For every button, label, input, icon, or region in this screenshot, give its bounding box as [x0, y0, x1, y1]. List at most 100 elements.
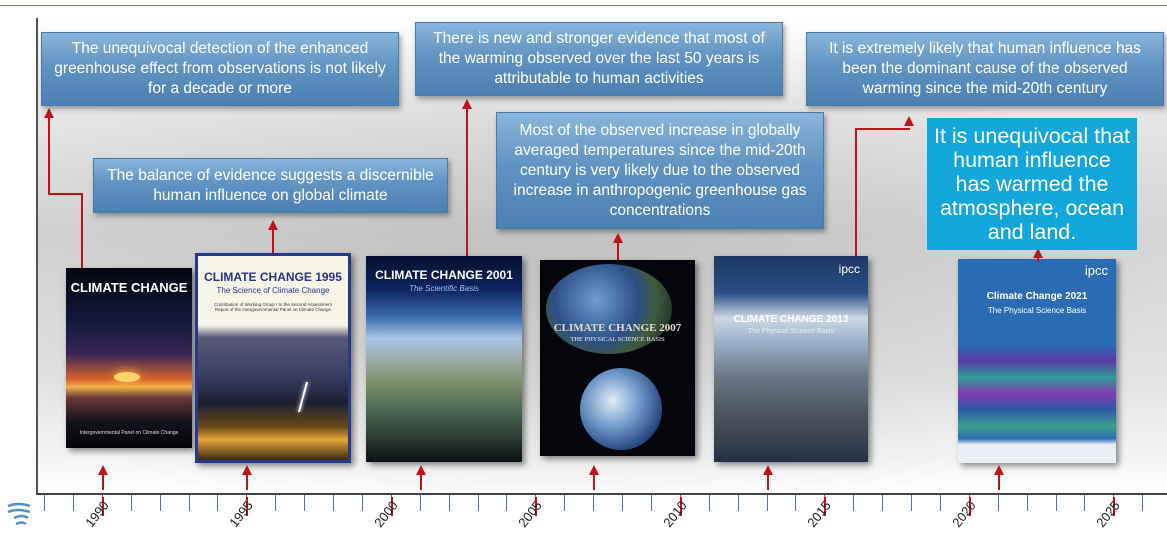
ar6-cover-subtitle: The Physical Science Basis [987, 306, 1087, 315]
report-year-arrow [767, 474, 769, 490]
year-label: 1995 [226, 498, 256, 531]
year-marker [824, 497, 826, 516]
ar4-statement: Most of the observed increase in globall… [496, 112, 824, 229]
tar-statement: There is new and stronger evidence that … [415, 22, 783, 96]
year-label: 2015 [804, 498, 834, 531]
year-marker [246, 497, 248, 516]
axis-tick [1142, 495, 1143, 511]
ar5-cover-brand: ipcc [838, 262, 860, 276]
ar4-report-cover: CLIMATE CHANGE 2007 THE PHYSICAL SCIENCE… [540, 260, 695, 456]
top-rule [0, 5, 1167, 6]
ar4-connector [617, 242, 619, 260]
axis-tick [73, 495, 74, 511]
axis-tick [44, 495, 45, 511]
far-arrowhead [44, 108, 54, 118]
tar-arrowhead [462, 99, 472, 109]
axis-tick [564, 495, 565, 511]
ar5-connector [855, 128, 857, 256]
ar6-arrowhead [1033, 248, 1043, 258]
report-year-arrow [102, 474, 104, 490]
report-year-arrow [998, 474, 1000, 490]
tar-cover-subtitle: The Scientific Basis [409, 284, 479, 293]
year-label: 2000 [371, 498, 401, 531]
ar5-cover-subtitle: The Physical Science Basis [748, 328, 834, 335]
year-marker [969, 497, 971, 516]
tar-connector [466, 108, 468, 256]
report-year-arrowhead [98, 465, 108, 475]
far-connector [48, 193, 82, 195]
axis-tick [304, 495, 305, 511]
ar5-statement: It is extremely likely that human influe… [806, 32, 1164, 106]
report-year-arrowhead [416, 465, 426, 475]
axis-tick [651, 495, 652, 511]
lightning-bolt [297, 382, 309, 412]
axis-tick [449, 495, 450, 511]
sar-statement: The balance of evidence suggests a disce… [93, 158, 448, 213]
report-year-arrow [246, 474, 248, 490]
axis-tick [333, 495, 334, 511]
far-statement: The unequivocal detection of the enhance… [41, 32, 399, 106]
axis-tick [940, 495, 941, 511]
far-statement-text: The unequivocal detection of the enhance… [54, 40, 386, 97]
ipcc-logo-icon [7, 502, 31, 526]
ar6-cover-brand: ipcc [1084, 263, 1108, 278]
sar-cover-text: Contribution of Working Group I to the S… [214, 302, 332, 312]
axis-tick [275, 495, 276, 511]
axis-tick [160, 495, 161, 511]
ar6-connector [1037, 256, 1039, 262]
ar6-statement: It is unequivocal that human influence h… [927, 118, 1137, 250]
report-year-arrowhead [589, 465, 599, 475]
axis-tick [911, 495, 912, 511]
axis-tick [1056, 495, 1057, 511]
far-cover-footer: Intergovernmental Panel on Climate Chang… [79, 430, 179, 436]
axis-tick [478, 495, 479, 511]
ar6-cover-title: Climate Change 2021 [986, 291, 1088, 302]
year-label: 2010 [660, 498, 690, 531]
ar5-statement-text: It is extremely likely that human influe… [829, 40, 1141, 97]
ar6-statement-text: It is unequivocal that human influence h… [933, 124, 1130, 244]
year-label: 2005 [515, 498, 545, 531]
year-label: 1990 [82, 498, 112, 531]
report-year-arrowhead [994, 465, 1004, 475]
sar-statement-text: The balance of evidence suggests a disce… [107, 166, 434, 204]
axis-tick [767, 495, 768, 511]
axis-tick [189, 495, 190, 511]
ar4-cover-title: CLIMATE CHANGE 2007 [553, 322, 682, 334]
year-marker [1113, 497, 1115, 516]
axis-tick [738, 495, 739, 511]
report-year-arrow [420, 474, 422, 490]
year-label: 2020 [949, 498, 979, 531]
axis-tick [1027, 495, 1028, 511]
far-connector [81, 193, 83, 268]
axis-tick [1084, 495, 1085, 511]
ar5-cover-title: CLIMATE CHANGE 2013 [733, 314, 849, 325]
tar-cover-title: CLIMATE CHANGE 2001 [375, 268, 513, 282]
far-connector [48, 118, 50, 194]
axis-tick [593, 495, 594, 511]
tar-statement-text: There is new and stronger evidence that … [433, 30, 765, 87]
sar-connector [272, 230, 274, 254]
ar6-report-cover: ipcc Climate Change 2021 The Physical Sc… [958, 259, 1116, 463]
report-year-arrow [593, 474, 595, 490]
axis-tick [622, 495, 623, 511]
timeline-axis [36, 493, 1167, 495]
year-label: 2025 [1093, 498, 1123, 531]
axis-tick [998, 495, 999, 511]
axis-tick [795, 495, 796, 511]
year-marker [680, 497, 682, 516]
sun-glow [114, 372, 140, 382]
far-cover-title: CLIMATE CHANGE [70, 280, 188, 295]
ar4-statement-text: Most of the observed increase in globall… [513, 121, 807, 219]
tar-report-cover: CLIMATE CHANGE 2001 The Scientific Basis [366, 256, 522, 462]
ar5-arrowhead [904, 116, 914, 126]
axis-tick [506, 495, 507, 511]
sar-arrowhead [268, 220, 278, 230]
ar5-report-cover: ipcc CLIMATE CHANGE 2013 The Physical Sc… [714, 256, 868, 462]
report-year-arrowhead [763, 465, 773, 475]
ar4-arrowhead [613, 233, 623, 243]
sar-cover-title: CLIMATE CHANGE 1995 [204, 270, 342, 284]
far-report-cover: CLIMATE CHANGE Intergovernmental Panel o… [66, 268, 192, 448]
axis-tick [853, 495, 854, 511]
earth-bottom [580, 368, 662, 450]
axis-tick [131, 495, 132, 511]
